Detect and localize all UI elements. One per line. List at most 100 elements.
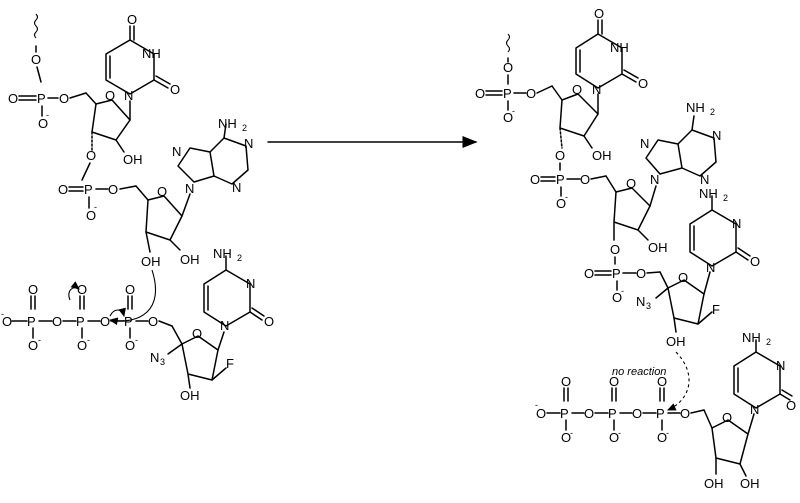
atom-o: O [555,148,565,163]
atom-nh: NH [142,46,161,61]
charge-minus: - [512,106,515,116]
atom-n: N [172,144,181,159]
wavy-bond [505,33,511,53]
atom-p: P [84,182,93,197]
atom-n: N [650,172,659,187]
atom-o: O [584,266,594,281]
charge-minus: - [565,192,568,202]
atom-o: O [580,172,590,187]
atom-o: O [125,338,135,353]
atom-o: O [108,182,118,197]
atom-p: P [556,172,565,187]
atom-o: O [612,290,622,305]
charge-minus: - [570,428,573,438]
subscript-3: 3 [646,301,651,311]
atom-o: O [750,254,760,269]
atom-o: O [561,430,571,445]
atom-n: N [750,402,759,417]
atom-oh: OH [648,240,668,255]
reactant-structure: O P O O - O O OH N NH O O O [1,12,274,403]
atom-o: O [678,270,688,285]
atom-o: O [526,86,536,101]
atom-o: O [572,82,582,97]
atom-o: O [632,406,642,421]
atom-o: O [503,60,513,75]
atom-nh2: NH [213,246,232,261]
atom-n: N [732,216,741,231]
atom-p: P [27,314,36,329]
atom-o: O [536,406,546,421]
atom-oh: OH [740,476,760,491]
atom-o: O [148,314,158,329]
atom-o: O [626,176,636,191]
atom-o: O [722,410,732,425]
atom-o: O [638,76,648,91]
charge-minus: - [618,428,621,438]
atom-o: O [86,148,96,163]
atom-o: O [264,314,274,329]
atom-nh2: NH [699,186,718,201]
atom-p: P [608,406,617,421]
atom-p: P [560,406,569,421]
atom-o: O [657,374,667,389]
atom-o: O [594,6,604,21]
charge-minus: - [135,335,138,345]
atom-p: P [76,314,85,329]
charge-minus: - [666,428,669,438]
atom-p: P [503,86,512,101]
subscript-2: 2 [710,107,715,117]
atom-o: O [127,12,137,27]
subscript-2: 2 [723,193,728,203]
wavy-bond [33,13,39,39]
atom-o: O [38,116,48,131]
atom-o: O [28,282,38,297]
atom-n: N [700,172,709,187]
atom-o: O [503,110,513,125]
atom-o: O [157,184,167,199]
atom-o: O [2,314,12,329]
charge-minus: - [621,286,624,296]
atom-p: P [37,91,46,106]
dashed-curly-arrow [666,351,690,411]
atom-o: O [100,314,110,329]
no-reaction-label: no reaction [612,366,666,378]
atom-o: O [680,406,690,421]
charge-minus: - [535,400,538,410]
atom-nh2: NH [742,330,761,345]
atom-o: O [77,338,87,353]
atom-oh: OH [123,152,143,167]
atom-o: O [657,430,667,445]
atom-n: N [706,260,715,275]
atom-o: O [192,326,202,341]
subscript-2: 2 [237,253,242,263]
atom-o: O [786,398,796,413]
atom-o: O [86,208,96,223]
atom-oh: OH [180,388,200,403]
curly-arrow [109,307,126,318]
charge-minus: - [94,202,97,212]
atom-o: O [125,282,135,297]
atom-o: O [561,374,571,389]
atom-o: O [556,196,566,211]
atom-o: O [609,374,619,389]
charge-minus: - [1,309,4,319]
atom-oh: OH [704,476,724,491]
atom-nh: NH [610,40,629,55]
atom-p: P [612,266,621,281]
atom-o: O [58,182,68,197]
atom-n3: N [636,294,645,309]
atom-o: O [584,406,594,421]
atom-f: F [712,302,720,317]
atom-o: O [28,338,38,353]
atom-n: N [185,181,194,196]
atom-nh2: NH [686,100,705,115]
atom-n: N [776,358,785,373]
curly-arrow [68,281,80,301]
atom-o: O [610,242,620,257]
atom-o: O [530,172,540,187]
atom-n: N [244,136,253,151]
atom-o: O [475,86,485,101]
atom-o: O [105,88,115,103]
